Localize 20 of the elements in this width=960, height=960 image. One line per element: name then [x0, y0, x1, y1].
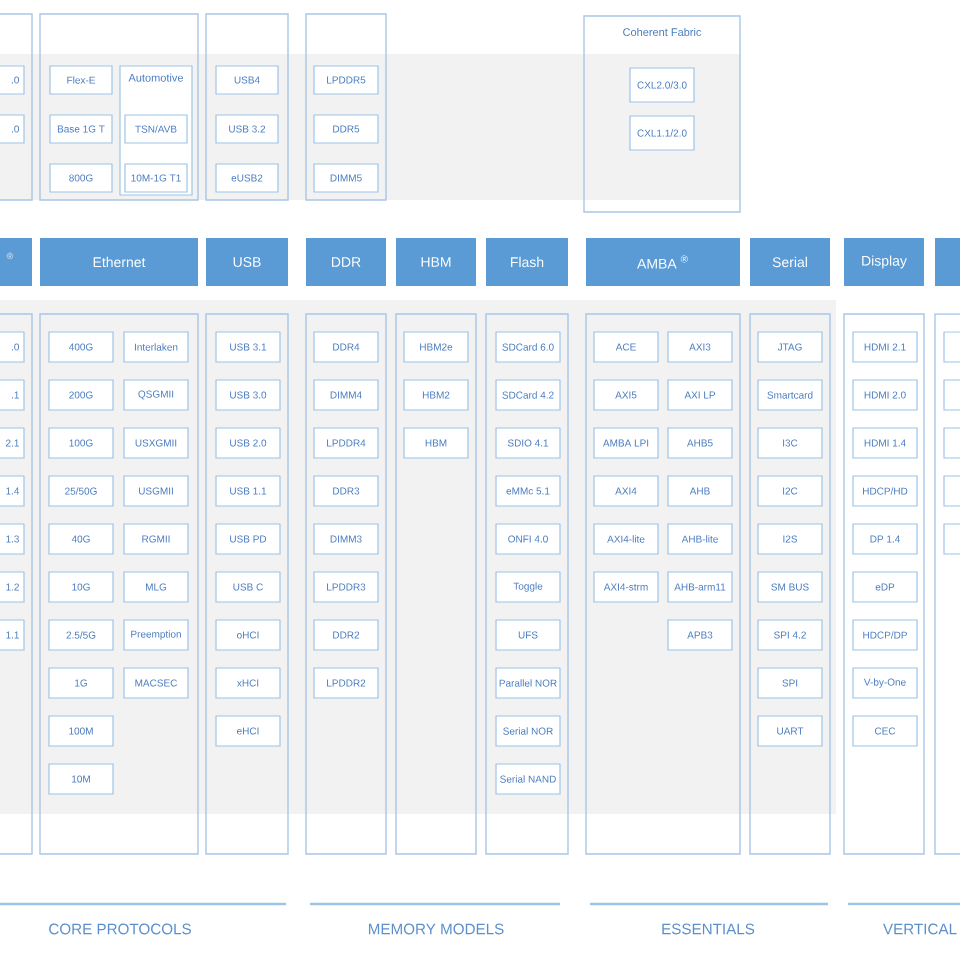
column-frame — [0, 13, 33, 201]
column-frame — [39, 313, 199, 855]
protocol-box — [943, 523, 960, 555]
column-header — [935, 238, 960, 286]
column-frame — [39, 13, 199, 201]
protocol-box — [943, 475, 960, 507]
column-frame — [305, 13, 387, 201]
column-frame — [585, 313, 741, 855]
column-frame — [395, 313, 477, 855]
column-frame — [749, 313, 831, 855]
column-frame — [934, 313, 960, 855]
column-frame — [305, 313, 387, 855]
column-frame — [843, 313, 925, 855]
protocol-box — [943, 331, 960, 363]
column-frame — [485, 313, 569, 855]
protocol-box — [943, 379, 960, 411]
column-frame — [0, 313, 33, 855]
protocol-box — [943, 427, 960, 459]
column-frame — [205, 13, 289, 201]
column-frame — [205, 313, 289, 855]
